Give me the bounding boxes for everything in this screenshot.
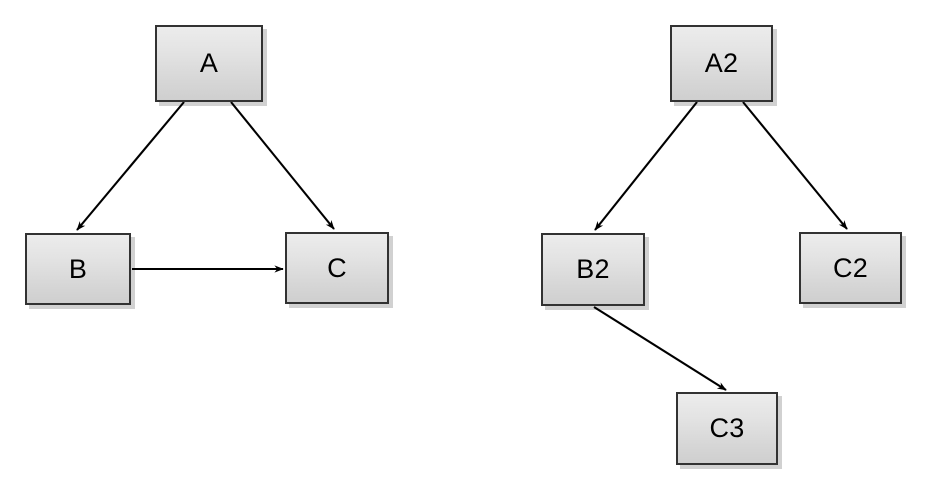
edge-a2-to-b2 xyxy=(594,101,698,231)
node-b2[interactable]: B2 xyxy=(541,233,645,306)
edge-b2-to-c3 xyxy=(593,306,727,391)
node-label-a: A xyxy=(199,48,219,78)
node-a[interactable]: A xyxy=(155,25,263,102)
node-label-c2: C2 xyxy=(832,252,869,283)
node-c[interactable]: C xyxy=(285,232,389,304)
edge-a2-to-c2 xyxy=(742,101,848,230)
node-label-a2: A2 xyxy=(704,48,739,78)
node-label-b2: B2 xyxy=(576,254,610,284)
node-c2[interactable]: C2 xyxy=(799,232,902,304)
node-label-c3: C3 xyxy=(709,413,745,443)
node-label-c: C xyxy=(327,252,347,283)
node-a2[interactable]: A2 xyxy=(670,25,773,102)
node-label-b: B xyxy=(68,253,88,284)
edge-a-to-b xyxy=(76,101,185,231)
edge-a-to-c xyxy=(230,101,335,230)
node-c3[interactable]: C3 xyxy=(676,392,778,465)
node-b[interactable]: B xyxy=(25,233,131,305)
